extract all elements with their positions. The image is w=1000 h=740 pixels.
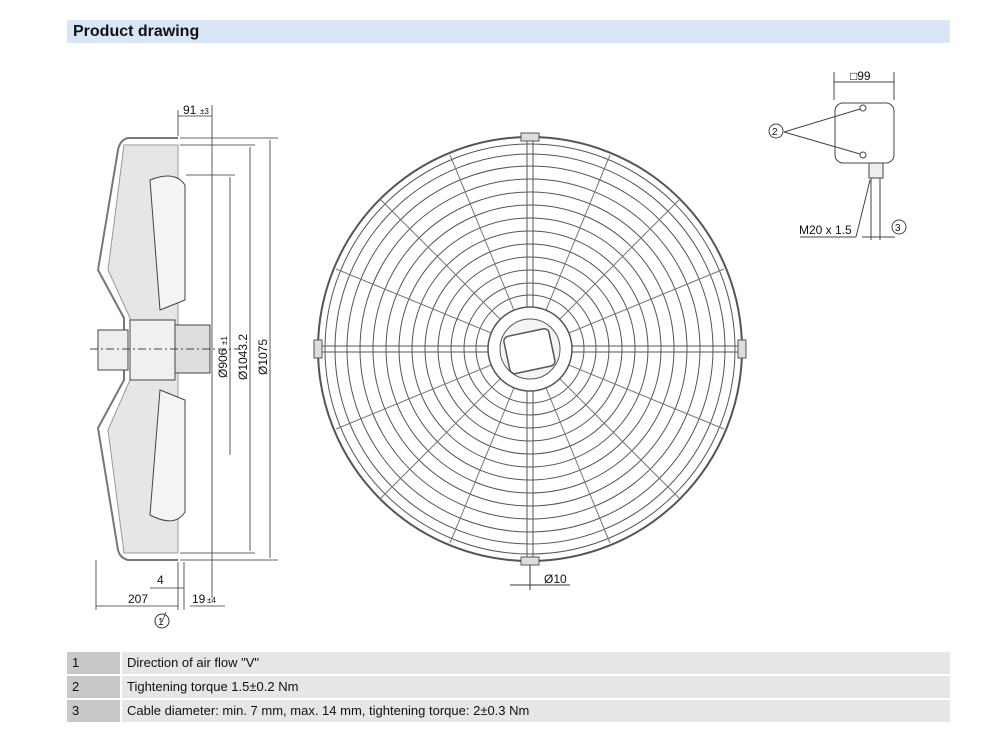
- legend-num: 1: [67, 652, 120, 674]
- legend-num: 2: [67, 676, 120, 698]
- dim-91: 91: [183, 103, 197, 117]
- dim-99: □99: [850, 69, 871, 83]
- side-view: 91 ±3 Ø906 ±1 Ø1043.2 Ø1075 4 207 19 ±4 …: [90, 103, 278, 629]
- svg-text:±1: ±1: [220, 336, 229, 345]
- svg-text:±3: ±3: [200, 107, 209, 116]
- legend-text: Direction of air flow "V": [122, 652, 950, 674]
- product-drawing: 91 ±3 Ø906 ±1 Ø1043.2 Ø1075 4 207 19 ±4 …: [90, 69, 907, 629]
- callout-2: 2: [772, 127, 778, 138]
- dim-10: Ø10: [544, 572, 567, 586]
- thread-label: M20 x 1.5: [799, 223, 852, 237]
- section-title: Product drawing: [67, 20, 950, 43]
- legend-text: Cable diameter: min. 7 mm, max. 14 mm, t…: [122, 700, 950, 722]
- legend-num: 3: [67, 700, 120, 722]
- svg-text:Ø906: Ø906: [216, 348, 230, 378]
- terminal-box: □99 2 M20 x 1.5 3: [768, 69, 907, 240]
- callout-3: 3: [895, 223, 901, 234]
- svg-text:19: 19: [192, 592, 206, 606]
- svg-text:4: 4: [157, 573, 164, 587]
- front-view: Ø10: [313, 132, 747, 590]
- svg-text:207: 207: [128, 592, 148, 606]
- svg-text:Ø1043.2: Ø1043.2: [236, 334, 250, 380]
- svg-text:±4: ±4: [207, 596, 216, 605]
- legend-text: Tightening torque 1.5±0.2 Nm: [122, 676, 950, 698]
- svg-text:Ø1075: Ø1075: [256, 339, 270, 375]
- callout-1: 1: [158, 617, 164, 628]
